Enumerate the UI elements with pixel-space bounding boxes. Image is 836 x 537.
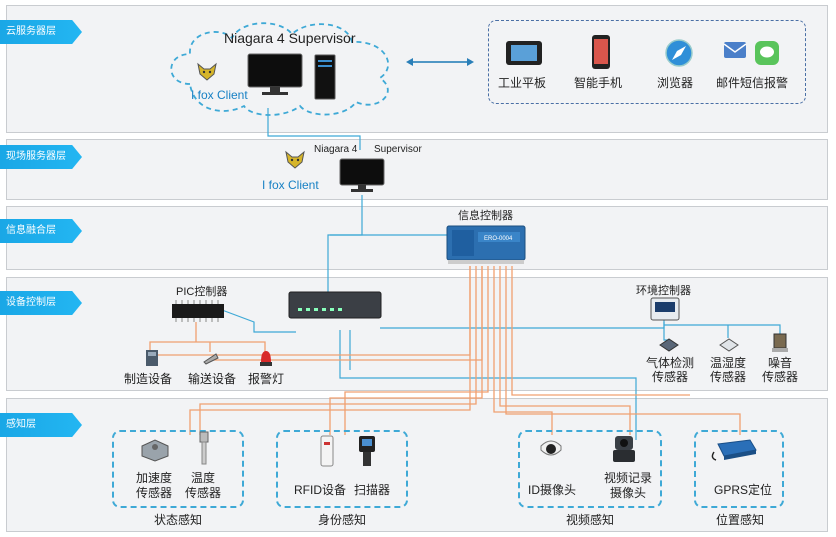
sensor-video-line2: 摄像头	[610, 486, 647, 500]
accelerometer-icon	[141, 439, 169, 462]
rfid-device-icon	[320, 435, 334, 467]
sensor-rfid: RFID设备	[294, 483, 346, 497]
bidirectional-arrow-icon	[406, 58, 474, 66]
info-controller-label: 信息控制器	[458, 210, 513, 222]
client-label-browser: 浏览器	[657, 76, 694, 90]
temperature-sensor-icon	[199, 431, 209, 465]
sms-icon	[755, 41, 779, 65]
gas-sensor-icon	[659, 338, 679, 352]
client-label-phone: 智能手机	[574, 76, 623, 90]
manufacturing-equipment-icon	[146, 350, 158, 366]
sensor-accelerometer: 加速度 传感器	[136, 471, 172, 501]
scanner-icon	[359, 436, 375, 466]
conveyor-equipment-icon	[203, 353, 219, 365]
field-client-label: I fox Client	[262, 178, 319, 192]
sensing-group-video-label: 视频感知	[566, 513, 615, 527]
sensor-video-recording-camera: 视频记录 摄像头	[604, 471, 652, 501]
layer-tag-device-control: 设备控制层	[0, 291, 82, 315]
smartphone-icon	[592, 35, 610, 69]
sensing-group-state-label: 状态感知	[154, 513, 203, 527]
sensor-video-line1: 视频记录	[604, 471, 653, 485]
id-camera-icon	[540, 440, 562, 456]
env-sensor-noise: 噪音 传感器	[762, 356, 798, 384]
fusion-layer	[6, 206, 828, 270]
client-label-alarm: 邮件短信报警	[716, 76, 789, 90]
env-sensor-noise-line1: 噪音	[768, 356, 793, 370]
env-sensor-temp-line1: 温湿度	[710, 356, 747, 370]
env-sensor-gas: 气体检测 传感器	[646, 356, 694, 384]
pic-device-alarm-light: 报警灯	[248, 372, 285, 386]
cloud-client-label: I fox Client	[191, 88, 248, 102]
pic-device-manufacturing: 制造设备	[124, 372, 173, 386]
sensing-layer	[6, 398, 828, 532]
monitor-icon	[247, 53, 303, 95]
sensor-temperature-line2: 传感器	[185, 486, 222, 500]
device-control-layer	[6, 277, 828, 391]
client-devices-box	[488, 20, 806, 104]
sensing-group-video-box	[518, 430, 662, 508]
field-supervisor-label: Supervisor	[374, 144, 422, 155]
env-controller-icon	[650, 297, 680, 321]
fox-icon	[285, 150, 305, 169]
sensor-accelerometer-line1: 加速度	[136, 471, 173, 485]
video-recording-camera-icon	[613, 436, 635, 462]
sensor-temperature-line1: 温度	[191, 471, 216, 485]
env-sensor-temp-humidity: 温湿度 传感器	[710, 356, 746, 384]
sensor-accelerometer-line2: 传感器	[136, 486, 173, 500]
layer-tag-field-server: 现场服务器层	[0, 145, 82, 169]
server-tower-icon	[314, 54, 336, 100]
pic-chip-icon	[172, 300, 224, 322]
field-niagara-label: Niagara 4	[314, 144, 358, 155]
info-controller-device: ERO-0004	[446, 225, 526, 264]
cloud-layer	[6, 5, 828, 133]
info-controller-model: ERO-0004	[484, 236, 513, 242]
email-icon	[723, 42, 747, 58]
sensor-scanner: 扫描器	[354, 483, 391, 497]
sensing-group-identity-box	[276, 430, 408, 508]
sensor-gprs: GPRS定位	[714, 483, 773, 497]
pic-device-conveyor: 输送设备	[188, 372, 237, 386]
sensing-group-identity-label: 身份感知	[318, 513, 367, 527]
monitor-icon	[339, 158, 385, 192]
client-label-tablet: 工业平板	[498, 76, 547, 90]
env-sensor-noise-line2: 传感器	[762, 370, 799, 384]
gprs-locator-icon	[711, 439, 757, 461]
sensing-group-location-box	[694, 430, 784, 508]
network-switch-icon	[288, 291, 382, 319]
layer-tag-cloud: 云服务器层	[0, 20, 82, 44]
cloud-supervisor-label: Niagara 4 Supervisor	[224, 30, 356, 46]
layer-tag-sensing: 感知层	[0, 413, 82, 437]
browser-icon	[665, 39, 693, 67]
alarm-light-icon	[260, 351, 272, 366]
env-sensor-gas-line2: 传感器	[652, 370, 689, 384]
layer-tag-fusion: 信息融合层	[0, 219, 82, 243]
noise-sensor-icon	[772, 333, 788, 352]
pic-controller-label: PIC控制器	[176, 286, 228, 298]
env-sensor-temp-line2: 传感器	[710, 370, 747, 384]
sensor-temperature: 温度 传感器	[185, 471, 221, 501]
field-server-layer	[6, 139, 828, 200]
industrial-tablet-icon	[506, 41, 542, 65]
env-sensor-gas-line1: 气体检测	[646, 356, 695, 370]
sensing-group-state-box	[112, 430, 244, 508]
cloud-shape	[170, 22, 390, 116]
temp-humidity-sensor-icon	[719, 338, 739, 352]
fox-icon	[197, 62, 217, 81]
env-controller-label: 环境控制器	[636, 285, 691, 297]
sensor-id-camera: ID摄像头	[528, 483, 577, 497]
sensing-group-location-label: 位置感知	[716, 513, 765, 527]
